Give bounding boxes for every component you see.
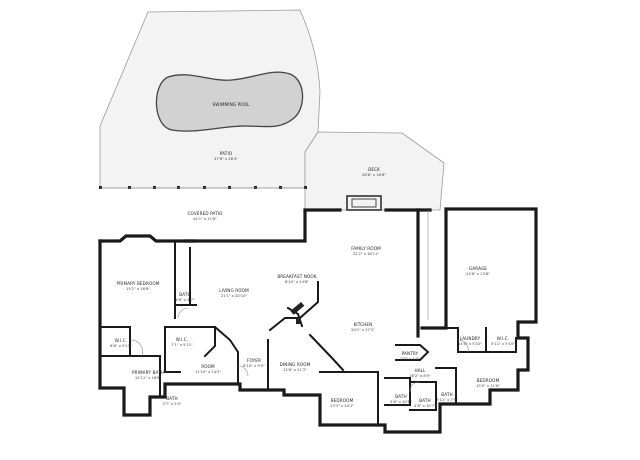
label-foyer: FOYER xyxy=(247,358,261,363)
dims-foyer: 6'10" x 9'0" xyxy=(243,364,265,368)
label-covered: COVERED PATIO xyxy=(188,211,224,216)
dims-kitchen: 20'1" x 17'2" xyxy=(351,328,375,332)
swimming-pool xyxy=(155,71,304,132)
kitchen-island xyxy=(290,301,305,315)
label-hall: HALL xyxy=(414,368,426,373)
dims-bath-1: 4'6" x 4'7" xyxy=(175,298,195,302)
dims-primary-bath: 10'11" x 16'8" xyxy=(135,376,162,380)
dims-covered: 44'1" x 11'6" xyxy=(193,217,217,221)
interior-walls xyxy=(99,240,517,426)
dims-patio: 47'8" x 28'4" xyxy=(214,157,238,161)
label-patio: PATIO xyxy=(220,151,233,156)
label-bath-4: BATH xyxy=(419,398,431,403)
label-bedroom-bottom: BEDROOM xyxy=(331,398,354,403)
dims-garage: 24'8" x 23'8" xyxy=(466,272,490,276)
label-wic-1: W.I.C. xyxy=(115,338,127,343)
label-garage: GARAGE xyxy=(469,266,487,271)
dims-pantry: 5'5" x 4'3" xyxy=(400,357,420,361)
exterior-walls xyxy=(98,207,538,434)
label-family: FAMILY ROOM xyxy=(351,246,381,251)
dims-family: 22'2" x 16'11" xyxy=(353,252,380,256)
label-living: LIVING ROOM xyxy=(219,288,249,293)
dims-primary-bed: 15'2" x 16'8" xyxy=(126,287,150,291)
label-deck: DECK xyxy=(368,167,380,172)
label-primary-bed: PRIMARY BEDROOM xyxy=(116,281,159,286)
label-breakfast: BREAKFAST NOOK xyxy=(277,274,316,279)
covered-patio-posts xyxy=(99,186,307,189)
label-laundry: LAUNDRY xyxy=(460,336,481,341)
deck-area xyxy=(304,131,445,211)
label-bedroom-right: BEDROOM xyxy=(477,378,500,383)
label-bath-1: BATH xyxy=(179,292,191,297)
label-dining: DINING ROOM xyxy=(280,362,311,367)
dims-wic-2: 7'1" x 5'11" xyxy=(171,343,193,347)
label-pantry: PANTRY xyxy=(402,351,419,356)
fireplace xyxy=(346,195,382,211)
dims-bath-4: 4'8" x 10'7" xyxy=(414,404,436,408)
label-wic-3: W.I.C. xyxy=(497,336,509,341)
dims-breakfast: 8'10" x 14'8" xyxy=(285,280,309,284)
dims-room: 11'10" x 14'2" xyxy=(195,370,222,374)
dims-bedroom-bottom: 13'3" x 10'1" xyxy=(330,404,354,408)
dims-bedroom-right: 15'0" x 11'6" xyxy=(476,384,500,388)
label-primary-bath: PRIMARY BATH xyxy=(132,370,164,375)
dims-hall: 16'2" x 8'5" xyxy=(409,374,431,378)
door-swings xyxy=(129,307,469,393)
dims-bath-5: 3'7" x 5'0" xyxy=(162,402,182,406)
room-labels: SWIMMING POOL PATIO 47'8" x 28'4" DECK 2… xyxy=(110,102,515,408)
dims-deck: 28'6" x 16'8" xyxy=(362,173,386,177)
label-kitchen: KITCHEN xyxy=(354,322,373,327)
dims-living: 21'1" x 20'10" xyxy=(221,294,248,298)
label-room: ROOM xyxy=(201,364,215,369)
dims-dining: 12'6" x 11'2" xyxy=(283,368,307,372)
label-bath-3: BATH xyxy=(395,394,407,399)
label-bath-2: BATH xyxy=(441,392,453,397)
dims-laundry: 14'0" x 5'10" xyxy=(458,342,482,346)
dims-bath-2: 3'11" x 7'5" xyxy=(436,398,458,402)
dims-wic-3: 5'11" x 5'10" xyxy=(491,342,515,346)
dims-wic-1: 8'8" x 5'11" xyxy=(110,344,132,348)
label-bath-5: BATH xyxy=(166,396,178,401)
dims-bath-3: 5'6" x 10'8" xyxy=(390,400,412,404)
label-wic-2: W.I.C. xyxy=(176,337,188,342)
label-pool: SWIMMING POOL xyxy=(213,102,251,107)
